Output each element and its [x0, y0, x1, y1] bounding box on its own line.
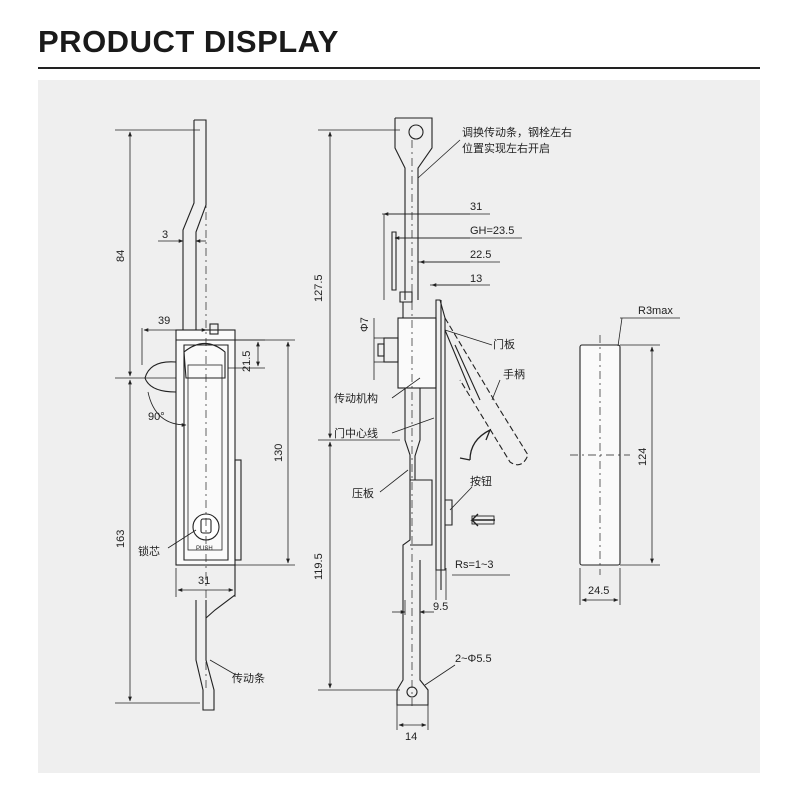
dim-90-degrees: 90° [148, 411, 165, 423]
dim-84: 84 [115, 250, 127, 262]
dim-24-5: 24.5 [588, 585, 609, 597]
dim-124: 124 [637, 448, 649, 466]
dim-holes: 2~Φ5.5 [455, 653, 492, 665]
handle-dashed [444, 317, 529, 466]
note-line-1: 调换传动条，钢栓左右 [462, 125, 572, 139]
dim-21-5: 21.5 [241, 351, 253, 372]
drawing-panel [38, 80, 760, 773]
page-title: PRODUCT DISPLAY [38, 24, 339, 59]
front-view-dimensions [115, 129, 295, 704]
side-view [377, 117, 529, 710]
label-press-plate: 压板 [352, 486, 374, 500]
cutout-view [570, 335, 630, 575]
mechanism-body [397, 317, 437, 389]
side-view-dimensions [318, 129, 680, 730]
dim-r3max: R3max [638, 305, 673, 317]
dim-163: 163 [115, 530, 127, 548]
dim-127-5: 127.5 [313, 274, 325, 302]
cutout-dimensions [579, 317, 660, 605]
dim-39: 39 [158, 315, 170, 327]
door-plate [435, 299, 446, 571]
dim-119-5: 119.5 [313, 553, 325, 580]
top-bar [394, 117, 433, 300]
note-line-2: 位置实现左右开启 [462, 141, 550, 155]
dim-130: 130 [273, 444, 285, 462]
label-handle: 手柄 [503, 367, 525, 381]
top-drive-bar [182, 119, 207, 330]
label-push: PUSH [196, 546, 213, 552]
top-hole [408, 124, 424, 140]
bottom-bar [396, 560, 429, 706]
label-button: 按钮 [470, 474, 492, 488]
dim-3: 3 [162, 229, 168, 241]
handle-grip [183, 342, 226, 379]
press-plate [410, 479, 433, 546]
dim-22-5: 22.5 [470, 249, 491, 261]
dim-gh-23-5: GH=23.5 [470, 225, 514, 237]
dim-rs: Rs=1~3 [455, 559, 494, 571]
dim-31-side: 31 [470, 201, 482, 213]
button-block [445, 499, 453, 526]
label-lock-core: 锁芯 [138, 544, 160, 558]
dim-14: 14 [405, 731, 417, 743]
label-door-centerline: 门中心线 [334, 426, 378, 440]
swing-arrow [459, 428, 492, 461]
dim-13: 13 [470, 273, 482, 285]
title-divider [38, 67, 760, 69]
label-drive-bar: 传动条 [232, 671, 265, 685]
front-view [144, 119, 242, 711]
dim-9-5: 9.5 [433, 601, 448, 613]
label-door-panel: 门板 [493, 337, 515, 351]
dim-31-front: 31 [198, 575, 210, 587]
handle-lever [144, 361, 177, 393]
bottom-drive-bar [195, 600, 215, 711]
dim-phi-7: Φ7 [359, 317, 371, 332]
label-mechanism: 传动机构 [334, 391, 378, 405]
